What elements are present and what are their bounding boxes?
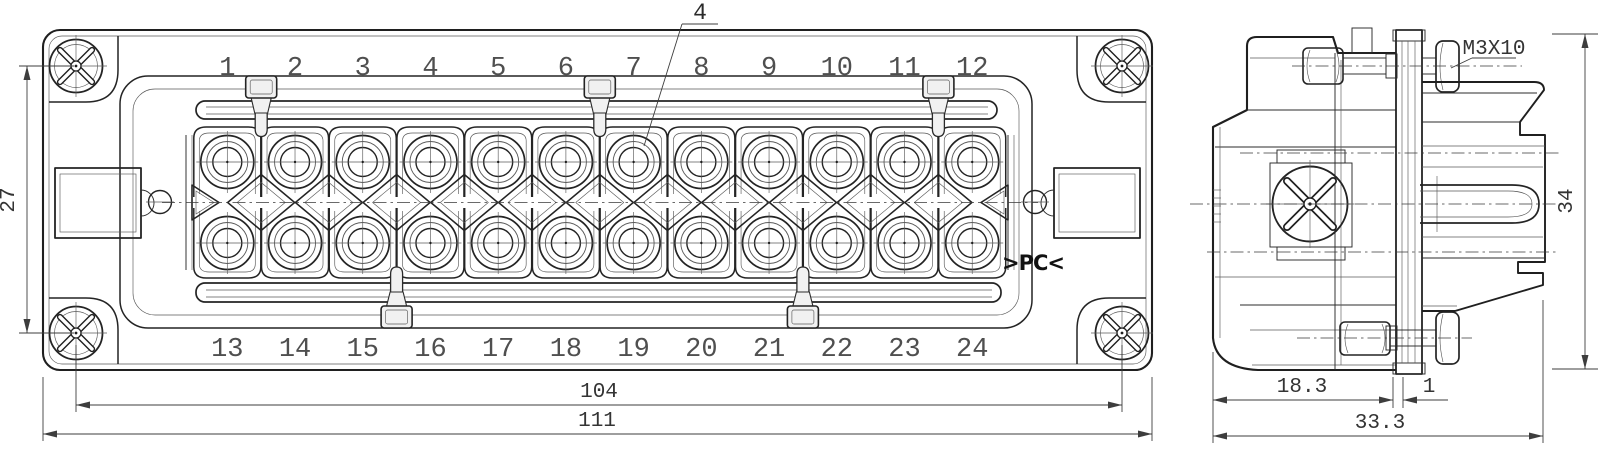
dim-width-screw-centers: 104	[580, 381, 618, 404]
pin-label: 8	[693, 54, 709, 84]
dim-width-overall: 111	[578, 410, 616, 433]
plug-hood	[1422, 81, 1546, 312]
cavity-bottom	[260, 208, 330, 279]
pin-label: 19	[617, 335, 649, 365]
pin-label: 18	[550, 335, 582, 365]
pin-label: 15	[347, 335, 379, 365]
cavity-bottom	[870, 208, 939, 279]
pin-label: 16	[414, 335, 446, 365]
dimension-18-3: 18.3	[1212, 352, 1394, 443]
pin-label: 10	[821, 54, 853, 84]
dimension-34: 34	[1552, 33, 1598, 370]
dimension-1: 1	[1402, 376, 1448, 408]
pin-label: 5	[490, 54, 506, 84]
cavity-top	[802, 126, 872, 197]
housing-outline	[41, 28, 1154, 372]
callout-label: 4	[693, 0, 707, 26]
retaining-rail-bottom	[195, 282, 1002, 303]
pin-label: 2	[287, 54, 303, 84]
dim-panel-thickness: 1	[1423, 376, 1436, 399]
dim-height-screw-centers: 27	[0, 187, 21, 212]
callout-4: 4	[643, 0, 718, 147]
side-view: M3X10 18.3 1 33.3	[1190, 27, 1598, 443]
latch-tip	[1351, 27, 1373, 54]
pin-label: 6	[558, 54, 574, 84]
dim-depth-to-flange: 18.3	[1277, 376, 1327, 399]
pin-label: 24	[956, 335, 988, 365]
screw-pocket-top-right	[1076, 36, 1146, 103]
cavity-bottom	[193, 208, 262, 279]
screw-m3-top	[1292, 40, 1522, 93]
dimension-27: 27	[0, 65, 74, 334]
dim-height-overall: 34	[1556, 188, 1579, 213]
pin-label: 22	[821, 335, 853, 365]
cavity-top	[328, 126, 397, 197]
cavity-bottom	[667, 208, 736, 279]
coding-tab-bottom	[380, 266, 413, 329]
coding-diamond-inner	[575, 182, 625, 223]
guide-lug-right	[1021, 167, 1141, 239]
coding-diamond-inner	[439, 182, 489, 223]
pin-label: 21	[753, 335, 785, 365]
pin-label: 20	[685, 335, 717, 365]
pin-label: 14	[279, 335, 311, 365]
dim-depth-overall: 33.3	[1355, 412, 1405, 435]
screw-spec-callout: M3X10	[1450, 38, 1526, 69]
cavity-top	[396, 126, 465, 197]
pin-label: 9	[761, 54, 777, 84]
screw-spec-label: M3X10	[1462, 38, 1525, 61]
housing-inner-edge	[48, 35, 1147, 365]
screw-pocket-top-left	[49, 36, 119, 103]
cavity-bottom	[599, 208, 668, 279]
flange-outline-inner	[132, 88, 1020, 316]
pin-label: 12	[956, 54, 988, 84]
pin-number-labels: 1 13 2 14 3 15 4 16 5 17 6 18 7 19 8 20 9 21 10 22 11 23 12 24	[211, 54, 988, 365]
cavity-bottom	[463, 208, 533, 279]
pin-label: 23	[888, 335, 920, 365]
front-view: 113214315416517618719820921102211231224 …	[0, 0, 1153, 441]
pin-label: 1	[219, 54, 235, 84]
cavity-top	[734, 126, 804, 197]
dimension-104: 104	[75, 345, 1123, 412]
coding-tab-bottom	[786, 266, 820, 329]
pin-label: 13	[211, 335, 243, 365]
pin-label: 11	[888, 54, 920, 84]
screw-pocket-bottom-right	[1076, 297, 1146, 364]
screw-icon	[1091, 35, 1153, 97]
cavity-bottom	[937, 208, 1007, 279]
pin-label: 3	[355, 54, 371, 84]
dimension-111: 111	[42, 377, 1153, 441]
dimension-33-3: 33.3	[1213, 300, 1544, 443]
pin-label: 17	[482, 335, 514, 365]
mounting-plate	[1392, 29, 1426, 375]
cavity-top	[667, 126, 736, 197]
flange-serrations	[1213, 189, 1221, 223]
screw-m3-bottom	[1297, 311, 1472, 365]
cavity-bottom	[531, 208, 601, 279]
cavity-top	[463, 126, 533, 197]
screw-pocket-bottom-left	[49, 297, 119, 364]
pin-label: 4	[422, 54, 438, 84]
guide-lug-left	[54, 167, 174, 239]
material-marking: >PC<	[1002, 251, 1064, 275]
pin-label: 7	[626, 54, 642, 84]
